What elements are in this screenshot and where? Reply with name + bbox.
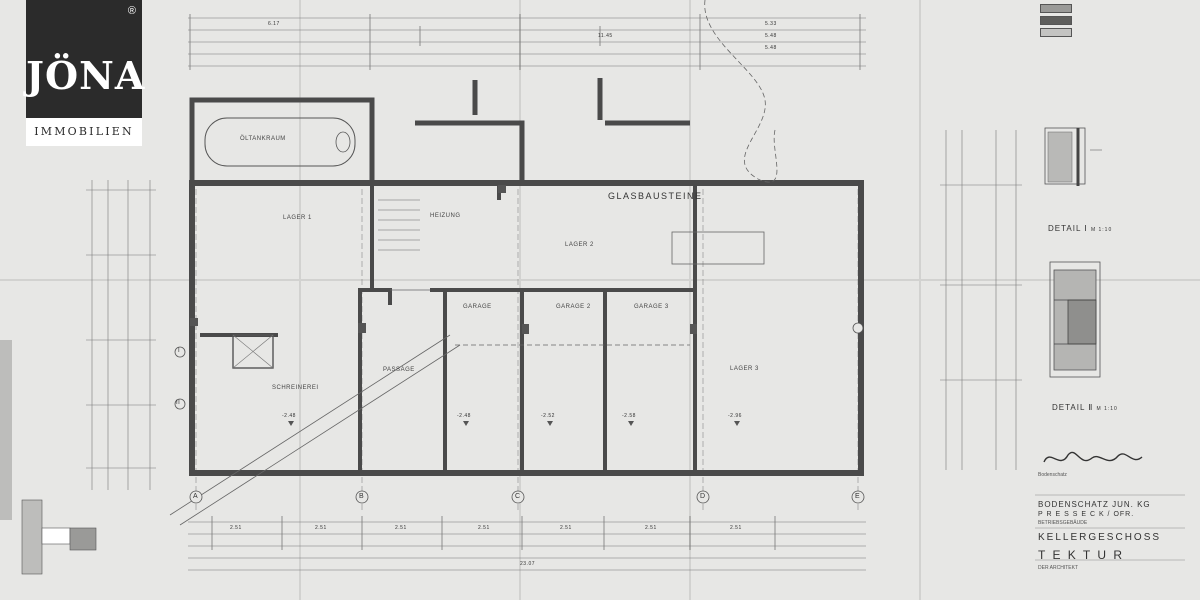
room-label-lager3: LAGER 3	[730, 366, 759, 372]
elevation-markers	[288, 421, 740, 426]
bottom-dimension-lines	[188, 516, 866, 571]
detail-2-scale: M 1:10	[1096, 406, 1118, 412]
axis-bubbles	[174, 322, 865, 504]
axis-label-b: B	[359, 493, 365, 500]
left-dimension-lines	[86, 180, 156, 490]
bottom-dim: 2.51	[730, 525, 742, 531]
room-label-lager2: LAGER 2	[565, 242, 594, 248]
detail-1-scale: M 1:10	[1090, 227, 1113, 233]
columns	[190, 185, 697, 334]
building-type: BETRIEBSGEBÄUDE	[1038, 520, 1088, 526]
room-label-lager1: LAGER 1	[283, 215, 312, 221]
logo-subtitle: IMMOBILIEN	[34, 125, 134, 138]
detail-2-title: DETAIL Ⅱ M 1:10	[1052, 403, 1118, 412]
axis-label-d: D	[700, 493, 706, 500]
top-dim-1: 6.17	[268, 21, 280, 27]
room-label-garage3: GARAGE 3	[634, 304, 669, 310]
signature-name: Bodenschatz	[1038, 472, 1067, 478]
bottom-dim: 2.51	[478, 525, 490, 531]
bottom-dim: 2.51	[315, 525, 327, 531]
tektur-title: T E K T U R	[1038, 548, 1125, 562]
top-dim-3: 5.33	[765, 21, 777, 27]
logo-box	[26, 0, 142, 118]
axis-label-c: C	[515, 493, 521, 500]
top-dimension-lines	[188, 14, 866, 70]
architect-label: DER ARCHITEKT	[1038, 565, 1079, 571]
oil-tank	[204, 117, 356, 167]
detail-1-label: DETAIL Ⅰ	[1048, 224, 1088, 233]
upper-rooms-walls	[189, 78, 690, 183]
room-label-garage2: GARAGE 2	[556, 304, 591, 310]
elevation-label: -2.96	[728, 413, 742, 419]
room-label-glasbausteine: GLASBAUSTEINE	[608, 191, 703, 201]
lower-left-detail-drawing	[21, 499, 97, 575]
axis-label-a: A	[193, 493, 199, 500]
detail-1-drawing	[1044, 127, 1102, 186]
bottom-dim: 2.51	[560, 525, 572, 531]
shelf-block	[671, 231, 765, 265]
signature-scribble	[1043, 451, 1143, 463]
cable-route	[704, 0, 778, 183]
title-block-lines	[1035, 494, 1185, 561]
axis-label-ii: II	[176, 400, 181, 406]
detail-2-drawing	[1049, 261, 1101, 378]
room-label-garage1: GARAGE	[463, 304, 492, 310]
axis-label-e: E	[855, 493, 861, 500]
room-label-schreinerei: SCHREINEREI	[272, 385, 319, 391]
detail-1-title: DETAIL Ⅰ M 1:10	[1048, 224, 1112, 233]
interior-walls	[200, 183, 697, 470]
bottom-dim: 2.51	[645, 525, 657, 531]
top-dim-4: 5.48	[765, 33, 777, 39]
company-logo: ® JÖNA IMMOBILIEN	[26, 0, 146, 146]
elevation-label: -2.48	[282, 413, 296, 419]
top-dim-2: 11.45	[598, 33, 613, 39]
elevation-label: -2.48	[457, 413, 471, 419]
ramp	[169, 289, 690, 526]
right-dimension-lines	[940, 130, 1022, 470]
company-name: BODENSCHATZ JUN. KG	[1038, 500, 1151, 509]
detail-2-label: DETAIL Ⅱ	[1052, 403, 1094, 412]
top-dim-5: 5.48	[765, 45, 777, 51]
logo-brand: JÖNA	[26, 53, 146, 98]
company-location: P R E S S E C K / OFR.	[1038, 511, 1135, 518]
bottom-dim: 2.51	[230, 525, 242, 531]
room-label-heizung: HEIZUNG	[430, 213, 461, 219]
axis-label-i: I	[178, 348, 181, 354]
stairs	[378, 199, 420, 251]
bottom-total-dim: 23.07	[520, 561, 536, 567]
sheet-title: KELLERGESCHOSS	[1038, 532, 1162, 543]
elevation-label: -2.58	[622, 413, 636, 419]
bottom-dim: 2.51	[395, 525, 407, 531]
registered-mark: ®	[127, 5, 136, 17]
room-label-oeltank: ÖLTANKRAUM	[240, 136, 286, 142]
elevation-label: -2.52	[541, 413, 555, 419]
room-label-passage: PASSAGE	[383, 367, 415, 373]
lift-shaft	[232, 334, 274, 369]
paper-edge	[0, 340, 12, 520]
